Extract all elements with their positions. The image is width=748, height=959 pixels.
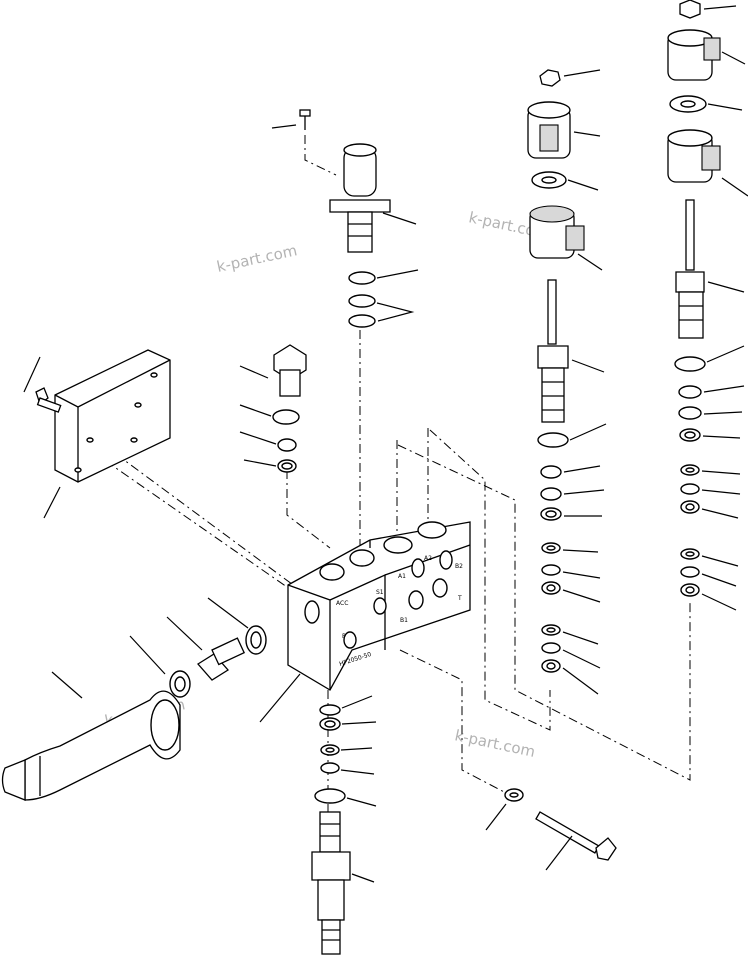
adapter-fitting — [197, 637, 246, 681]
port-label-b1: B1 — [400, 617, 408, 624]
watermark-text: k-part.com — [215, 241, 299, 276]
solenoid-coil — [667, 29, 721, 81]
solenoid-coil — [667, 129, 721, 183]
mounting-bolt — [535, 811, 617, 861]
port-label-t: T — [457, 595, 462, 602]
port-label-acc: ACC — [336, 600, 348, 607]
accumulator — [1, 690, 181, 801]
nut — [539, 69, 561, 87]
screw — [299, 109, 311, 130]
port-label-p: P — [342, 633, 346, 640]
valve-cartridge — [537, 279, 569, 423]
plug-seal-ring — [272, 409, 300, 425]
bottom-cartridge — [311, 811, 351, 955]
nut — [679, 0, 701, 19]
port-label-a1: A1 — [398, 573, 406, 580]
cover-plate — [54, 349, 171, 483]
solenoid-cartridge — [329, 143, 391, 253]
port-label-s1: S1 — [376, 589, 384, 596]
valve-cartridge — [675, 199, 705, 339]
port-label-b2: B2 — [455, 563, 463, 570]
cover-bolt — [35, 387, 62, 413]
valve-block: ACC S1 P A1 A2 B1 B2 T HP2050-50 — [287, 521, 471, 691]
port-label-a2: A2 — [424, 555, 432, 562]
solenoid-coil — [527, 101, 571, 159]
watermark-text: k-part.com — [453, 726, 537, 761]
plug — [273, 344, 307, 397]
solenoid-coil — [529, 205, 585, 259]
